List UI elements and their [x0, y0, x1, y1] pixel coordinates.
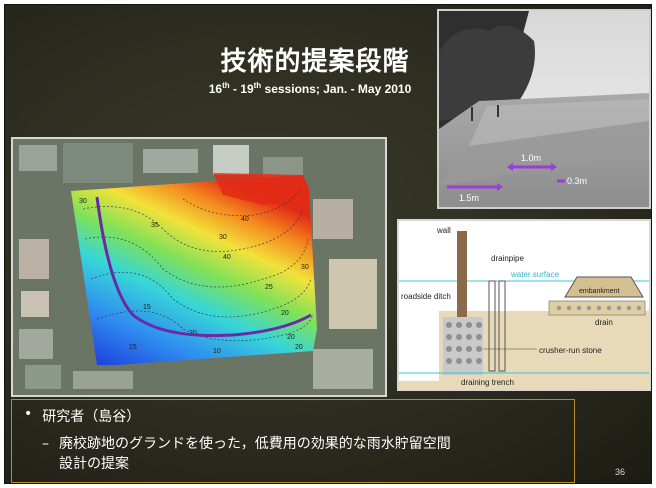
contour-label: 20 — [295, 344, 303, 351]
dim-1-label: 1.0m — [521, 153, 541, 163]
contour-label: 30 — [219, 234, 227, 241]
label-draining-trench: draining trench — [461, 378, 514, 387]
slide-subtitle: 16th - 19th sessions; Jan. - May 2010 — [125, 81, 495, 96]
contour-label: 20 — [287, 334, 295, 341]
contour-label: 35 — [151, 222, 159, 229]
label-embankment: embankment — [579, 288, 620, 295]
slide: 技術的提案段階 16th - 19th sessions; Jan. - May… — [4, 4, 652, 484]
subtitle-part: - 19 — [229, 82, 254, 96]
subtitle-part: 16 — [208, 82, 223, 96]
subtitle-sup: th — [253, 81, 262, 90]
dash-marker: – — [42, 436, 49, 452]
page-number: 36 — [615, 467, 626, 477]
dash-line-1: 廃校跡地のグランドを使った，低費用の効果的な雨水貯留空間 — [59, 436, 451, 452]
dash-text: 廃校跡地のグランドを使った，低費用の効果的な雨水貯留空間 設計の提案 — [59, 434, 451, 474]
contour-label: 15 — [129, 344, 137, 351]
label-water-surface: water surface — [510, 270, 560, 279]
contour-label: 40 — [223, 254, 231, 261]
label-roadside-ditch: roadside ditch — [401, 292, 451, 301]
subtitle-sup: th — [222, 81, 230, 90]
contour-map-image: 30 40 35 30 40 25 20 15 20 15 20 10 20 3… — [13, 139, 385, 395]
contour-label: 10 — [213, 348, 221, 355]
subtitle-part: sessions; Jan. - May 2010 — [261, 82, 412, 96]
slide-title: 技術的提案段階 — [220, 47, 410, 77]
contour-label: 30 — [79, 198, 87, 205]
cross-section-diagram: wall drainpipe water surface embankment … — [397, 219, 651, 391]
text-box: • 研究者（島谷） – 廃校跡地のグランドを使った，低費用の効果的な雨水貯留空間… — [11, 399, 575, 483]
dim-3-label: 1.5m — [459, 193, 479, 203]
aerial-contour-map: 30 40 35 30 40 25 20 15 20 15 20 10 20 3… — [11, 137, 387, 397]
contour-label: 40 — [241, 216, 249, 223]
dash-line-2: 設計の提案 — [59, 456, 129, 472]
contour-label: 15 — [143, 304, 151, 311]
label-drain: drain — [595, 318, 613, 327]
field-photo: 1.0m 0.3m 1.5m — [437, 9, 651, 209]
dash-item: – 廃校跡地のグランドを使った，低費用の効果的な雨水貯留空間 設計の提案 — [42, 434, 451, 474]
contour-label: 30 — [301, 264, 309, 271]
contour-label: 20 — [281, 310, 289, 317]
contour-label: 25 — [265, 284, 273, 291]
bullet-marker: • — [24, 406, 33, 422]
label-wall: wall — [436, 226, 451, 235]
bullet-text: 研究者（島谷） — [42, 409, 141, 425]
label-crusher-run-stone: crusher-run stone — [539, 346, 602, 355]
field-photo-image: 1.0m 0.3m 1.5m — [439, 11, 649, 207]
label-drainpipe: drainpipe — [491, 254, 524, 263]
cross-section-image: wall drainpipe water surface embankment … — [399, 221, 649, 389]
bullet-item: • 研究者（島谷） — [24, 406, 140, 426]
dim-2-label: 0.3m — [567, 176, 587, 186]
